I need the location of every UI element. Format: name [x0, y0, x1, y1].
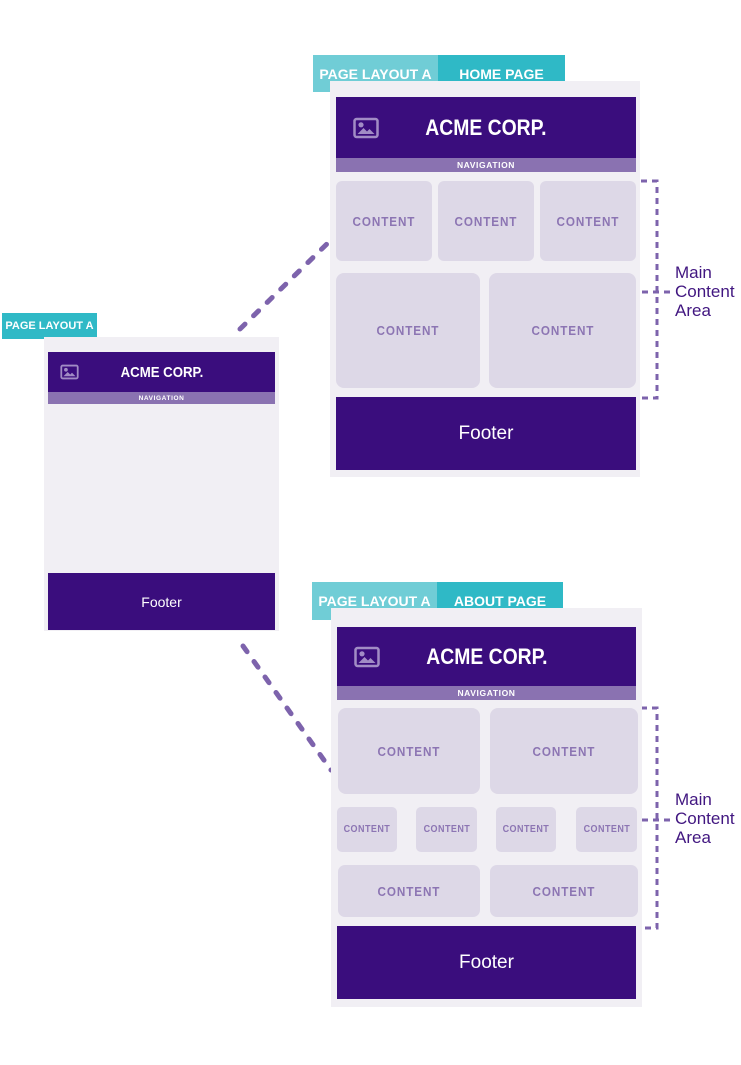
home-footer: Footer [336, 397, 636, 470]
tab-label: PAGE LAYOUT A [5, 320, 94, 332]
template-navigation-bar: NAVIGATION [48, 392, 275, 404]
about-page-group: PAGE LAYOUT A ABOUT PAGE ACME CORP. NAVI… [312, 582, 741, 1008]
brand-text: ACME CORP. [120, 363, 203, 381]
about-site-header: ACME CORP. [337, 627, 636, 686]
content-box: CONTENT [416, 807, 477, 852]
brand-text: ACME CORP. [425, 114, 547, 140]
tab-label: ABOUT PAGE [453, 593, 547, 609]
footer-label: Footer [459, 951, 514, 973]
content-box: CONTENT [336, 273, 480, 388]
content-box: CONTENT [496, 807, 556, 852]
image-icon [60, 364, 79, 380]
content-box: CONTENT [336, 181, 432, 261]
template-card-group: PAGE LAYOUT A ACME CORP. NAVIGATION Foot… [0, 313, 300, 633]
content-box: CONTENT [338, 865, 480, 917]
content-box: CONTENT [438, 181, 534, 261]
content-box: CONTENT [490, 865, 638, 917]
navigation-label: NAVIGATION [456, 160, 516, 170]
home-site-header: ACME CORP. [336, 97, 636, 158]
tab-label: HOME PAGE [459, 65, 544, 82]
template-footer: Footer [48, 573, 275, 630]
about-footer: Footer [337, 926, 636, 999]
navigation-label: NAVIGATION [138, 394, 185, 402]
home-navigation-bar: NAVIGATION [336, 158, 636, 172]
footer-label: Footer [458, 422, 514, 444]
navigation-label: NAVIGATION [457, 688, 516, 698]
tab-label: PAGE LAYOUT A [319, 65, 432, 82]
home-page-group: PAGE LAYOUT A HOME PAGE ACME CORP. NAVIG… [313, 55, 741, 479]
content-box: CONTENT [490, 708, 638, 794]
tab-page-layout-a: PAGE LAYOUT A [2, 313, 97, 339]
about-main-content-area-label: Main Content Area [675, 790, 735, 847]
image-icon [353, 117, 379, 138]
brand-title: ACME CORP. [336, 97, 636, 158]
home-main-content-area-label: Main Content Area [675, 263, 735, 320]
template-site-header: ACME CORP. [48, 352, 275, 392]
footer-label: Footer [141, 593, 182, 610]
content-box: CONTENT [540, 181, 636, 261]
about-navigation-bar: NAVIGATION [337, 686, 636, 700]
content-box: CONTENT [337, 807, 397, 852]
brand-title: ACME CORP. [337, 627, 636, 686]
content-box: CONTENT [489, 273, 636, 388]
image-icon [354, 646, 380, 667]
brand-text: ACME CORP. [425, 643, 548, 669]
content-box: CONTENT [338, 708, 480, 794]
content-box: CONTENT [576, 807, 637, 852]
brand-title: ACME CORP. [48, 352, 275, 392]
tab-label: PAGE LAYOUT A [318, 593, 431, 609]
